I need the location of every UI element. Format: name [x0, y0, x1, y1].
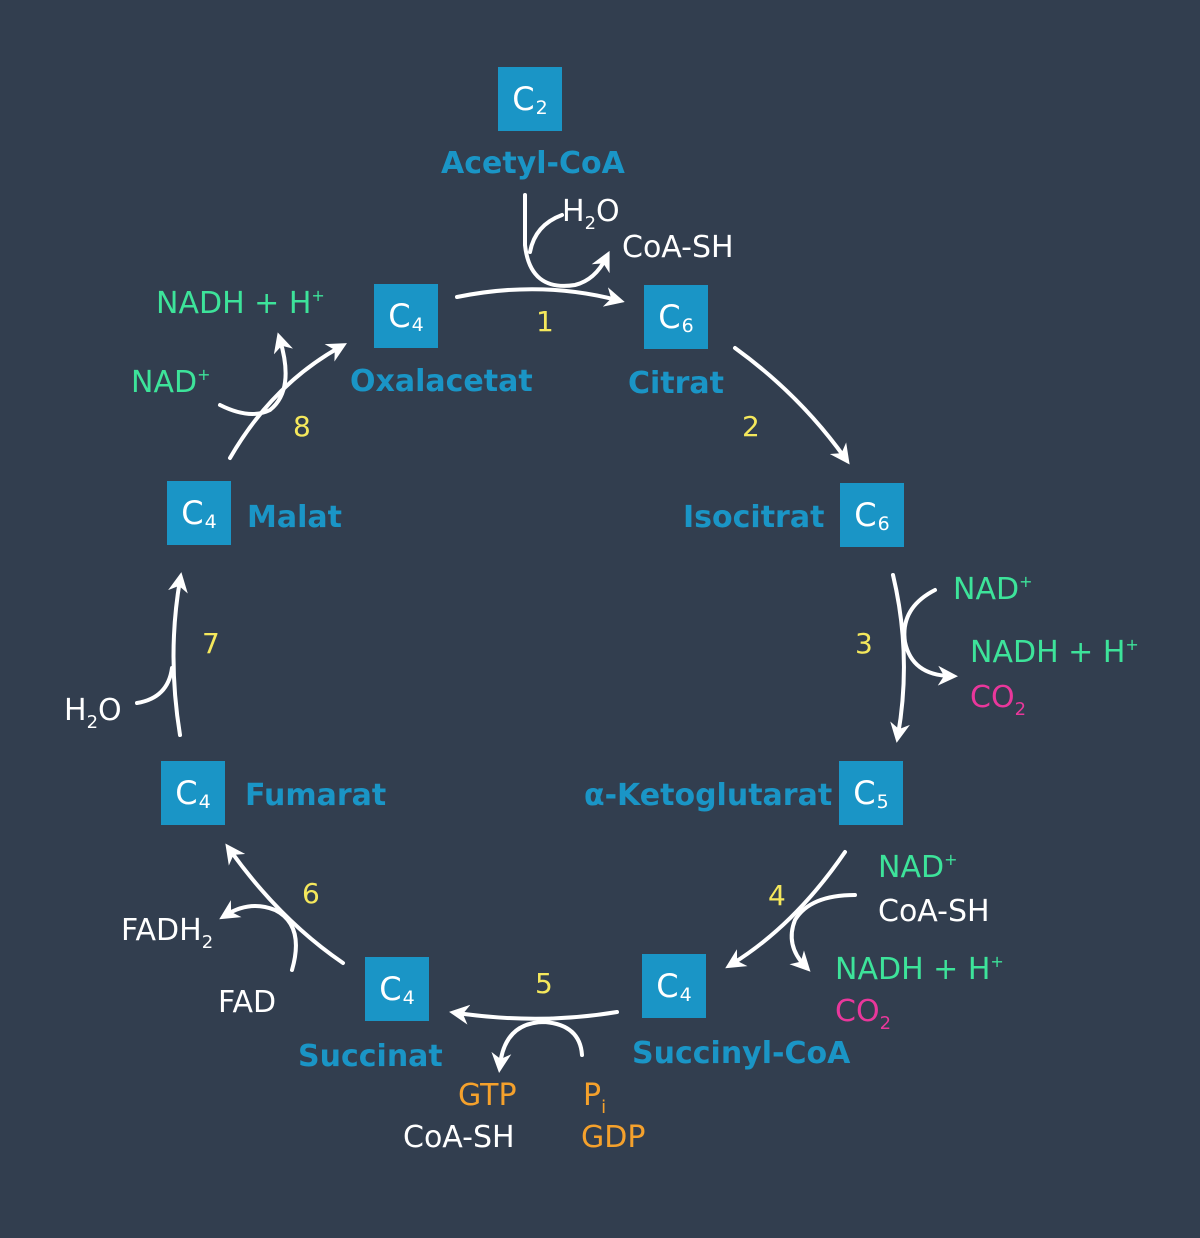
- arrow-step-7-side: [135, 666, 174, 705]
- succinat-label: Succinat: [298, 1039, 443, 1074]
- arrow-step-5-side: [491, 1019, 584, 1073]
- step-number-1: 1: [536, 305, 554, 338]
- arrow-step-4-side: [789, 893, 857, 972]
- step-3-co2: CO2: [970, 680, 1027, 720]
- arrow-step-1-h2o: [528, 213, 564, 254]
- arrow-step-3-main: [890, 573, 910, 743]
- step-4-coash: CoA-SH: [878, 894, 990, 929]
- step-6-fad: FAD: [218, 985, 277, 1020]
- step-1-h2o: H2O: [562, 194, 620, 234]
- step-4-nad: NAD+: [878, 850, 958, 885]
- step-5-gtp: GTP: [458, 1078, 517, 1113]
- step-number-6: 6: [302, 877, 320, 910]
- step-4-nadh: NADH + H+: [835, 952, 1004, 987]
- isocitrat-label: Isocitrat: [683, 500, 825, 535]
- arrow-step-6-side: [219, 900, 298, 972]
- succinyl-coa-label: Succinyl-CoA: [632, 1036, 851, 1071]
- malat-label: Malat: [247, 500, 342, 535]
- step-number-2: 2: [742, 410, 760, 443]
- step-3-nadh: NADH + H+: [970, 635, 1139, 670]
- step-3-nad: NAD+: [953, 572, 1033, 607]
- arrow-step-4-main: [725, 850, 847, 969]
- step-number-3: 3: [855, 627, 873, 660]
- fumarat-label: Fumarat: [245, 778, 387, 813]
- step-8-nad: NAD+: [131, 365, 211, 400]
- step-1-coash: CoA-SH: [622, 230, 734, 265]
- step-5-pi: Pi: [583, 1078, 607, 1118]
- step-number-5: 5: [535, 967, 553, 1000]
- step-number-4: 4: [768, 879, 786, 912]
- acetyl-coa-label: Acetyl-CoA: [441, 146, 625, 181]
- step-5-gdp: GDP: [581, 1120, 646, 1155]
- arrow-step-1-main: [455, 287, 625, 307]
- step-number-7: 7: [202, 627, 220, 660]
- ketoglutarat-label: α-Ketoglutarat: [584, 778, 833, 813]
- arrow-step-1-side: [523, 193, 610, 288]
- step-4-co2: CO2: [835, 994, 892, 1034]
- arrow-step-8-main: [228, 343, 347, 460]
- step-number-8: 8: [293, 410, 311, 443]
- citrat-label: Citrat: [628, 366, 725, 401]
- arrow-step-5-main: [449, 1004, 619, 1025]
- arrow-step-3-side: [902, 588, 958, 686]
- step-8-nadh: NADH + H+: [156, 286, 325, 321]
- arrow-step-8-side: [218, 332, 294, 416]
- oxalacetat-label: Oxalacetat: [350, 364, 533, 399]
- step-6-fadh2: FADH2: [121, 913, 214, 953]
- step-7-h2o: H2O: [64, 693, 122, 733]
- arrow-step-2-main: [733, 346, 850, 465]
- arrow-step-7-main: [168, 572, 188, 737]
- step-5-coash: CoA-SH: [403, 1120, 515, 1155]
